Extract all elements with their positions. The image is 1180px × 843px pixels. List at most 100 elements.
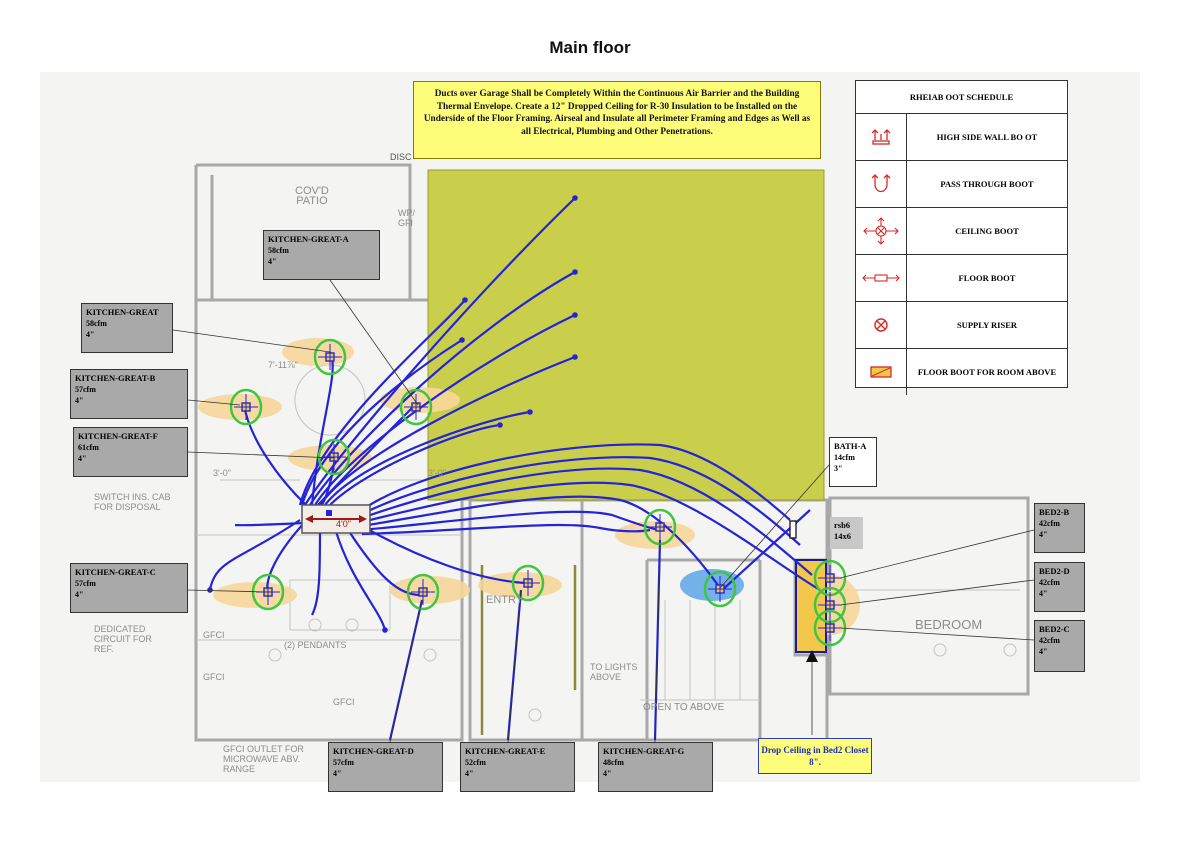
disc-label: DISC	[390, 152, 412, 162]
tag-cfm: 42cfm	[1039, 519, 1060, 528]
tag-name: BATH-A	[834, 441, 867, 451]
tag-cfm: 42cfm	[1039, 578, 1060, 587]
supply-boot-icon	[511, 564, 545, 602]
riser-marker	[326, 510, 332, 516]
riser-box-size: 14x6	[834, 531, 851, 541]
supply-boot-icon	[406, 573, 440, 611]
page-title: Main floor	[549, 38, 631, 57]
riser-box-tag: rsb6 14x6	[830, 517, 863, 549]
garage-duct-note: Ducts over Garage Shall be Completely Wi…	[413, 81, 821, 159]
trunk-arrow-left	[305, 515, 313, 523]
tag-name: KITCHEN-GREAT-D	[333, 746, 414, 756]
trunk-arrow-right	[359, 515, 367, 523]
supply-boot-icon	[229, 388, 263, 426]
schedule-row: CEILING BOOT	[856, 208, 1067, 255]
drop-ceiling-note: Drop Ceiling in Bed2 Closet 8".	[758, 738, 872, 774]
riser-box-label: rsb6	[834, 520, 851, 530]
supply-boot-icon	[317, 438, 351, 476]
ceiling-boot-icon	[856, 208, 907, 254]
tag-size: 4"	[86, 330, 95, 339]
duct-end-points	[207, 195, 578, 633]
supply-riser-icon	[856, 302, 907, 348]
dimension-7ft: 7'-11⅞"	[268, 360, 298, 370]
schedule-row: HIGH SIDE WALL BO OT	[856, 114, 1067, 161]
thin-linework	[196, 364, 1020, 722]
bedroom-label: BEDROOM	[915, 617, 983, 632]
duct-tag: BED2-B 42cfm 4"	[1034, 503, 1085, 553]
tag-cfm: 58cfm	[268, 246, 289, 255]
floor-boot-room-above-icon	[856, 349, 907, 395]
tag-cfm: 57cfm	[75, 579, 96, 588]
supply-boot-icon	[399, 388, 433, 426]
leader-lines	[172, 279, 1035, 743]
schedule-label: FLOOR BOOT FOR ROOM ABOVE	[917, 367, 1057, 377]
entry-label: ENTRY	[486, 594, 524, 606]
riser-symbol	[789, 520, 797, 539]
supply-boot-icon	[703, 570, 737, 608]
gfci-label-2: GFCI	[203, 672, 225, 682]
floor-boot-icon	[856, 255, 907, 301]
tag-size: 3"	[834, 464, 843, 473]
tag-size: 4"	[78, 454, 87, 463]
duct-tag: BED2-C 42cfm 4"	[1034, 620, 1085, 672]
schedule-label: SUPPLY RISER	[956, 320, 1018, 330]
tag-cfm: 57cfm	[75, 385, 96, 394]
schedule-row: PASS THROUGH BOOT	[856, 161, 1067, 208]
tag-size: 4"	[333, 769, 342, 778]
tag-cfm: 61cfm	[78, 443, 99, 452]
gfci-label-3: GFCI	[333, 697, 355, 707]
duct-tag: KITCHEN-GREAT-G 48cfm 4"	[598, 742, 713, 792]
tag-name: KITCHEN-GREAT-F	[78, 431, 158, 441]
tag-name: KITCHEN-GREAT-G	[603, 746, 685, 756]
switch-label: SWITCH INS. CAB FOR DISPOSAL	[94, 492, 171, 512]
schedule-row: FLOOR BOOT FOR ROOM ABOVE	[856, 349, 1067, 395]
bath-highlight	[680, 569, 744, 601]
schedule-row: SUPPLY RISER	[856, 302, 1067, 349]
to-lights-label: TO LIGHTS ABOVE	[590, 662, 638, 682]
open-above-label: OPEN TO ABOVE	[643, 702, 725, 713]
high-side-wall-boot-icon	[856, 114, 907, 160]
pass-through-boot-icon	[856, 161, 907, 207]
supply-boots	[229, 338, 847, 647]
schedule-label: CEILING BOOT	[955, 226, 1019, 236]
duct-tag: BATH-A 14cfm 3"	[829, 437, 877, 487]
tag-size: 4"	[75, 396, 84, 405]
dedicated-label: DEDICATED CIRCUIT FOR REF.	[94, 624, 152, 654]
tag-size: 4"	[1039, 530, 1048, 539]
boot-schedule-table: RHEIAB OOT SCHEDULE HIGH SIDE WALL BO OT…	[855, 80, 1068, 395]
tag-name: KITCHEN-GREAT-B	[75, 373, 156, 383]
tag-name: BED2-D	[1039, 566, 1070, 576]
tag-cfm: 14cfm	[834, 453, 855, 462]
tag-name: KITCHEN-GREAT-C	[75, 567, 156, 577]
tag-size: 4"	[75, 590, 84, 599]
schedule-title: RHEIAB OOT SCHEDULE	[856, 81, 1067, 114]
tag-size: 4"	[1039, 589, 1048, 598]
gfci-label-1: GFCI	[203, 630, 225, 640]
garage-area	[427, 169, 825, 501]
tag-size: 4"	[268, 257, 277, 266]
schedule-label: HIGH SIDE WALL BO OT	[936, 132, 1038, 142]
tag-cfm: 42cfm	[1039, 636, 1060, 645]
dimension-3ft-b: 3'-0"	[428, 468, 446, 478]
dimension-3ft-a: 3'-0"	[213, 468, 231, 478]
schedule-label: PASS THROUGH BOOT	[940, 179, 1034, 189]
tag-cfm: 57cfm	[333, 758, 354, 767]
duct-tag: KITCHEN-GREAT 58cfm 4"	[81, 303, 173, 353]
tag-name: KITCHEN-GREAT-E	[465, 746, 546, 756]
schedule-label: FLOOR BOOT	[958, 273, 1016, 283]
tag-size: 4"	[603, 769, 612, 778]
tag-cfm: 48cfm	[603, 758, 624, 767]
supply-boot-icon	[313, 338, 347, 376]
supply-boot-icon	[643, 508, 677, 546]
duct-tag: KITCHEN-GREAT-A 58cfm 4"	[263, 230, 380, 280]
gfci-outlet-label: GFCI OUTLET FOR MICROWAVE ABV. RANGE	[223, 744, 304, 774]
partition-lines	[480, 565, 577, 735]
duct-tag: KITCHEN-GREAT-D 57cfm 4"	[328, 742, 443, 792]
tag-name: BED2-C	[1039, 624, 1070, 634]
duct-tag: KITCHEN-GREAT-E 52cfm 4"	[460, 742, 575, 792]
tag-name: KITCHEN-GREAT-A	[268, 234, 349, 244]
duct-tag: KITCHEN-GREAT-C 57cfm 4"	[70, 563, 188, 613]
tag-size: 4"	[1039, 647, 1048, 656]
patio-label: COV'D PATIO	[295, 185, 329, 207]
